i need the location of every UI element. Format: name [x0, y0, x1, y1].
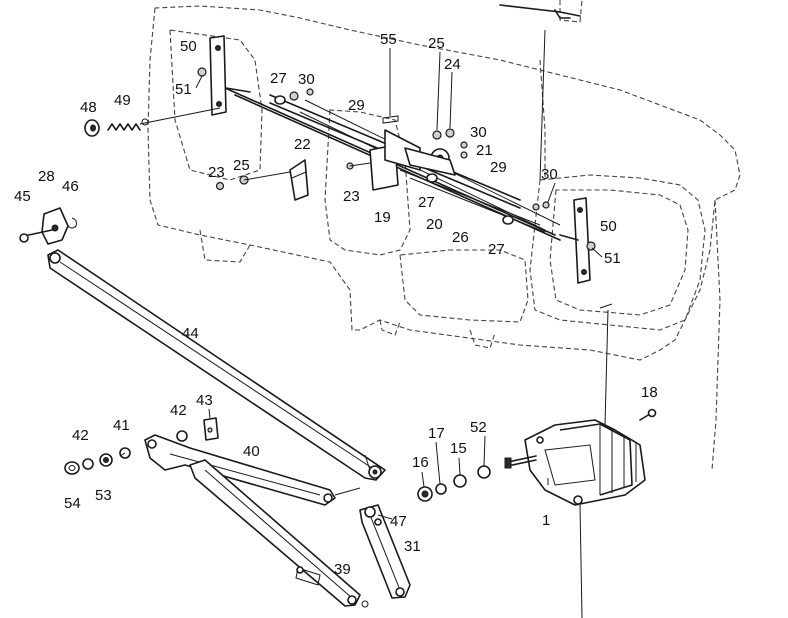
label-39: 39: [334, 561, 351, 578]
label-51-right: 51: [604, 250, 621, 267]
label-30-mid: 30: [470, 124, 487, 141]
label-25-mid: 25: [233, 157, 250, 174]
label-23-mid: 23: [343, 188, 360, 205]
label-23-left: 23: [208, 164, 225, 181]
mount-bracket: [19, 207, 77, 245]
label-20: 20: [426, 216, 443, 233]
crank-arm: [144, 434, 361, 506]
label-47: 47: [390, 513, 407, 530]
label-42-right: 42: [170, 402, 187, 419]
spring: [107, 107, 221, 131]
label-22: 22: [294, 136, 311, 153]
label-16: 16: [412, 454, 429, 471]
label-44: 44: [182, 325, 199, 342]
label-17: 17: [428, 425, 445, 442]
spring-cap: [84, 119, 100, 137]
label-leaders: [119, 48, 603, 520]
label-46: 46: [62, 178, 79, 195]
label-41: 41: [113, 417, 130, 434]
wiper-motor: [504, 408, 657, 506]
label-54: 54: [64, 495, 81, 512]
label-55: 55: [380, 31, 397, 48]
label-52: 52: [470, 419, 487, 436]
label-48: 48: [80, 99, 97, 116]
left-pivot-nut: [197, 67, 207, 77]
leader-lines: [364, 29, 613, 618]
arm-31: [359, 504, 411, 599]
rod-ends: [274, 95, 514, 225]
label-50-right: 50: [600, 218, 617, 235]
left-pivot-bracket: [209, 35, 251, 116]
label-19: 19: [374, 209, 391, 226]
label-29-right: 29: [490, 159, 507, 176]
label-30-right: 30: [541, 166, 558, 183]
link-39: [189, 459, 369, 608]
top-fragment: [499, 4, 581, 19]
small-clip: [176, 417, 219, 442]
label-18: 18: [641, 384, 658, 401]
label-43: 43: [196, 392, 213, 409]
label-24: 24: [444, 56, 461, 73]
label-42-left: 42: [72, 427, 89, 444]
label-27-top: 27: [270, 70, 287, 87]
center-bracket: [369, 129, 456, 191]
label-53: 53: [95, 487, 112, 504]
washer-stack-right: [417, 465, 491, 502]
label-40: 40: [243, 443, 260, 460]
label-30-top: 30: [298, 71, 315, 88]
label-21: 21: [476, 142, 493, 159]
right-pivot-bracket: [559, 197, 591, 284]
label-27-right: 27: [488, 241, 505, 258]
part-labels: 50 51 27 30 55 25 24 29 48 49 30 22 21 2…: [14, 31, 658, 578]
label-26: 26: [452, 229, 469, 246]
label-45: 45: [14, 188, 31, 205]
label-1: 1: [542, 512, 550, 529]
label-29-top: 29: [348, 97, 365, 114]
label-51-left: 51: [175, 81, 192, 98]
washer-stack-left: [64, 447, 131, 475]
label-28: 28: [38, 168, 55, 185]
label-27-mid: 27: [418, 194, 435, 211]
label-49: 49: [114, 92, 131, 109]
clamp-bracket: [289, 159, 309, 201]
dashboard-panel: [147, 0, 741, 471]
label-25-top: 25: [428, 35, 445, 52]
label-31: 31: [404, 538, 421, 555]
right-pivot-nut: [586, 241, 596, 251]
label-50-left: 50: [180, 38, 197, 55]
long-link-rod: [47, 249, 386, 481]
small-fasteners: [215, 88, 550, 211]
label-15: 15: [450, 440, 467, 457]
